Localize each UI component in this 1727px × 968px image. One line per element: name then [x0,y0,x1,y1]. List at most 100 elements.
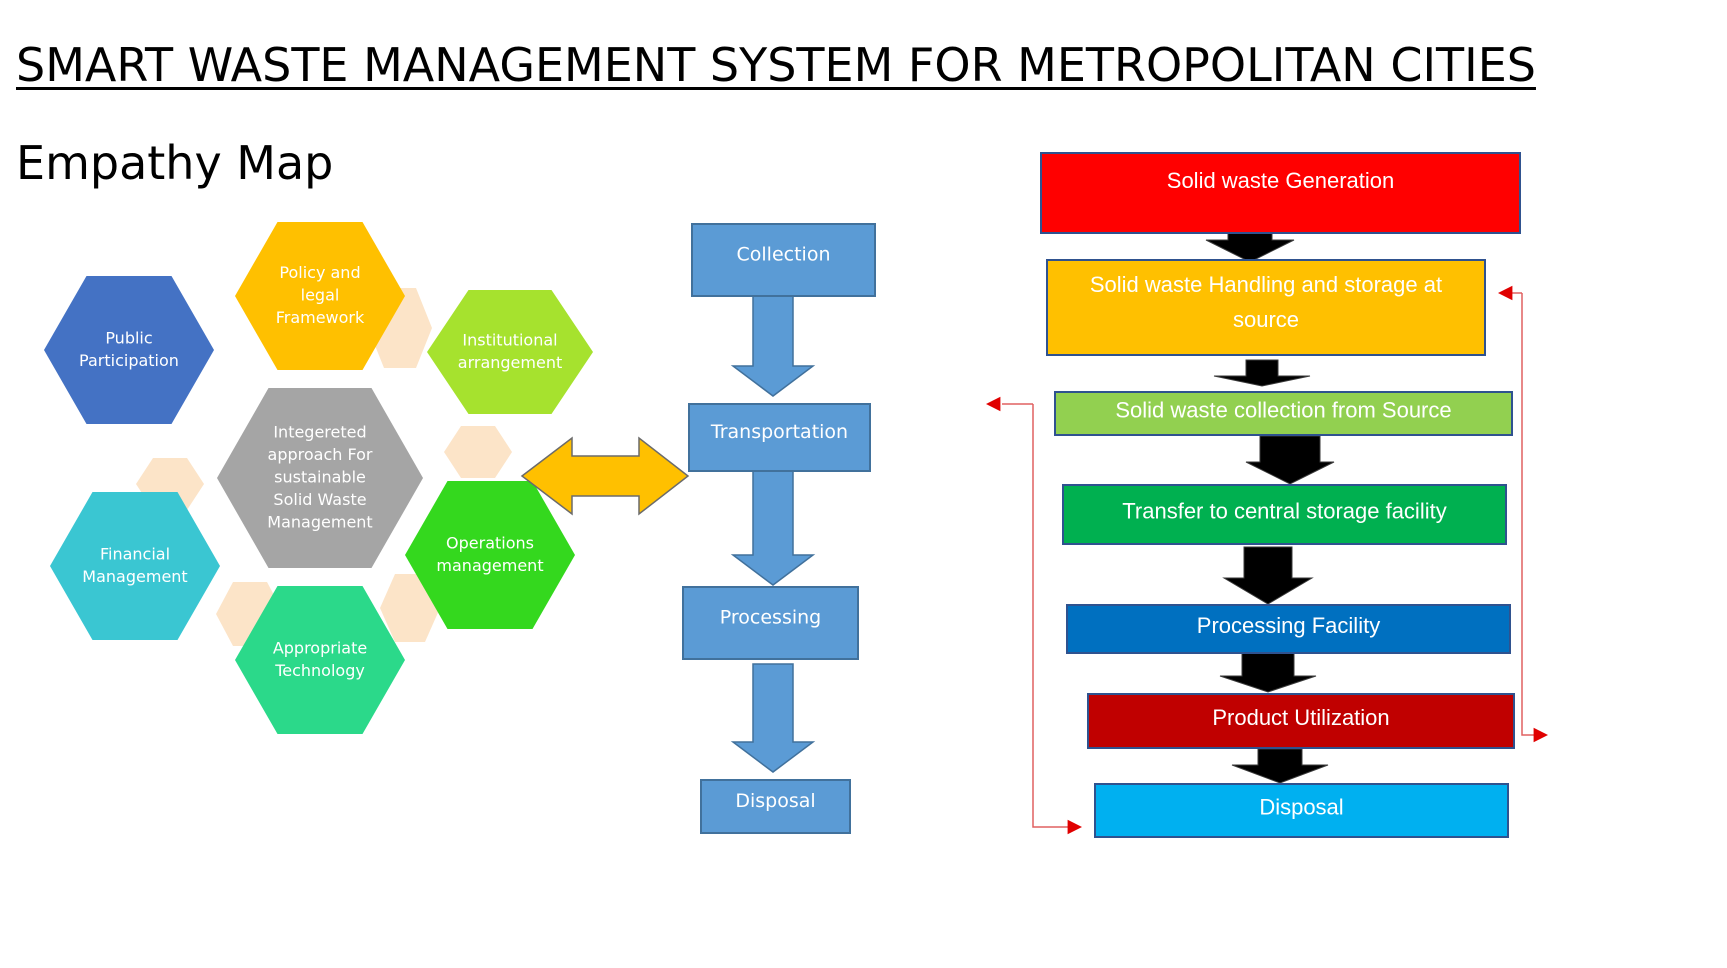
hex-public-participation-shape [44,276,214,424]
decor-hexagon [444,426,512,478]
flow-down-arrow [730,663,816,773]
hex-policy-legal-framework-label-line: Framework [276,308,365,327]
process-step-2: Solid waste Handling and storage at sourc… [1046,259,1486,356]
process-step-label-line: Processing Facility [1197,613,1380,638]
process-step-box [1054,391,1513,436]
process-step-label: Transfer to central storage facility [1122,498,1446,523]
decor-hexagon [380,574,440,642]
hex-operations-management-shape [405,481,575,629]
flow-step-processing: Processing [682,586,859,660]
hex-financial-management-shape [50,492,220,640]
process-step-label-line: Disposal [1259,794,1343,819]
flow-step-box [682,586,859,660]
process-step-label-line: Solid waste collection from Source [1115,397,1451,422]
process-step-label: Disposal [1259,794,1343,819]
process-down-arrow [1231,748,1329,784]
hex-policy-legal-framework-label-line: legal [301,286,340,305]
hex-institutional-arrangement-label-line: Institutional [462,330,557,349]
bidirectional-link-arrow [520,436,690,516]
process-step-label-line: Solid waste Generation [1167,168,1394,193]
process-step-box [1062,484,1507,545]
process-step-label: Processing Facility [1197,613,1380,638]
hex-integrated-approach-label-line: sustainable [274,468,366,487]
feedback-arrowhead [1067,819,1082,835]
process-step-label-line: source [1233,307,1299,332]
flow-step-box [700,779,851,834]
flow-step-label: Disposal [735,790,815,812]
feedback-arrowhead [1498,285,1513,301]
left-flow-chart: CollectionTransportationProcessingDispos… [682,223,876,834]
process-step-1: Solid waste Generation [1040,152,1521,234]
hex-integrated-approach-label-line: Solid Waste [273,490,366,509]
process-step-label-line: Transfer to central storage facility [1122,498,1446,523]
process-down-arrow [1222,546,1314,605]
process-step-6: Product Utilization [1087,693,1515,749]
double-arrow [520,436,690,516]
process-down-arrow [1219,652,1317,693]
flow-step-label: Transportation [710,421,848,443]
feedback-arrowhead [986,396,1001,412]
hex-financial-management-label-line: Financial [100,544,170,563]
hex-appropriate-technology-shape [235,586,405,734]
process-step-box [1087,693,1515,749]
process-step-label: Solid waste Generation [1167,168,1394,193]
process-step-box [1094,783,1509,838]
hex-appropriate-technology-label-line: Technology [274,661,365,680]
process-step-label: Solid waste Handling and storage at sourc… [1090,272,1442,332]
feedback-line [1032,404,1068,828]
flow-step-box [691,223,876,297]
hex-operations-management-label-line: management [436,556,543,575]
flow-step-disposal: Disposal [700,779,851,834]
process-down-arrow [1245,435,1335,485]
hex-institutional-arrangement-shape [427,290,593,414]
page-title: SMART WASTE MANAGEMENT SYSTEM FOR METROP… [16,38,1536,92]
hex-integrated-approach-label-line: Management [267,513,372,532]
section-subtitle: Empathy Map [16,136,334,190]
process-step-label: Product Utilization [1212,705,1389,730]
flow-step-box [688,403,871,472]
hex-policy-legal-framework-shape [235,222,405,370]
hex-integrated-approach-label-line: approach For [268,445,373,464]
hex-public-participation-label-line: Participation [79,351,179,370]
hex-integrated-approach-shape [217,388,423,568]
process-step-box [1040,152,1521,234]
hex-public-participation-label-line: Public [105,328,152,347]
flow-down-arrow [730,295,816,397]
process-step-7: Disposal [1094,783,1509,838]
flow-step-transportation: Transportation [688,403,871,472]
feedback-arrowhead [1533,727,1548,743]
flow-step-collection: Collection [691,223,876,297]
process-down-arrow [1213,359,1311,387]
process-step-4: Transfer to central storage facility [1062,484,1507,545]
hex-integrated-approach-label-line: Integereted [273,423,366,442]
hex-appropriate-technology-label-line: Appropriate [273,638,367,657]
process-step-label-line: Product Utilization [1212,705,1389,730]
flow-down-arrow [730,470,816,586]
process-step-5: Processing Facility [1066,604,1511,654]
hex-policy-legal-framework-label-line: Policy and [279,263,360,282]
process-step-box [1066,604,1511,654]
flow-step-label: Collection [737,244,831,266]
flow-step-label: Processing [720,607,821,629]
process-step-label: Solid waste collection from Source [1115,397,1451,422]
hex-financial-management-label-line: Management [82,567,187,586]
process-step-3: Solid waste collection from Source [1054,391,1513,436]
process-step-box [1046,259,1486,356]
process-step-label-line: Solid waste Handling and storage at [1090,272,1442,297]
